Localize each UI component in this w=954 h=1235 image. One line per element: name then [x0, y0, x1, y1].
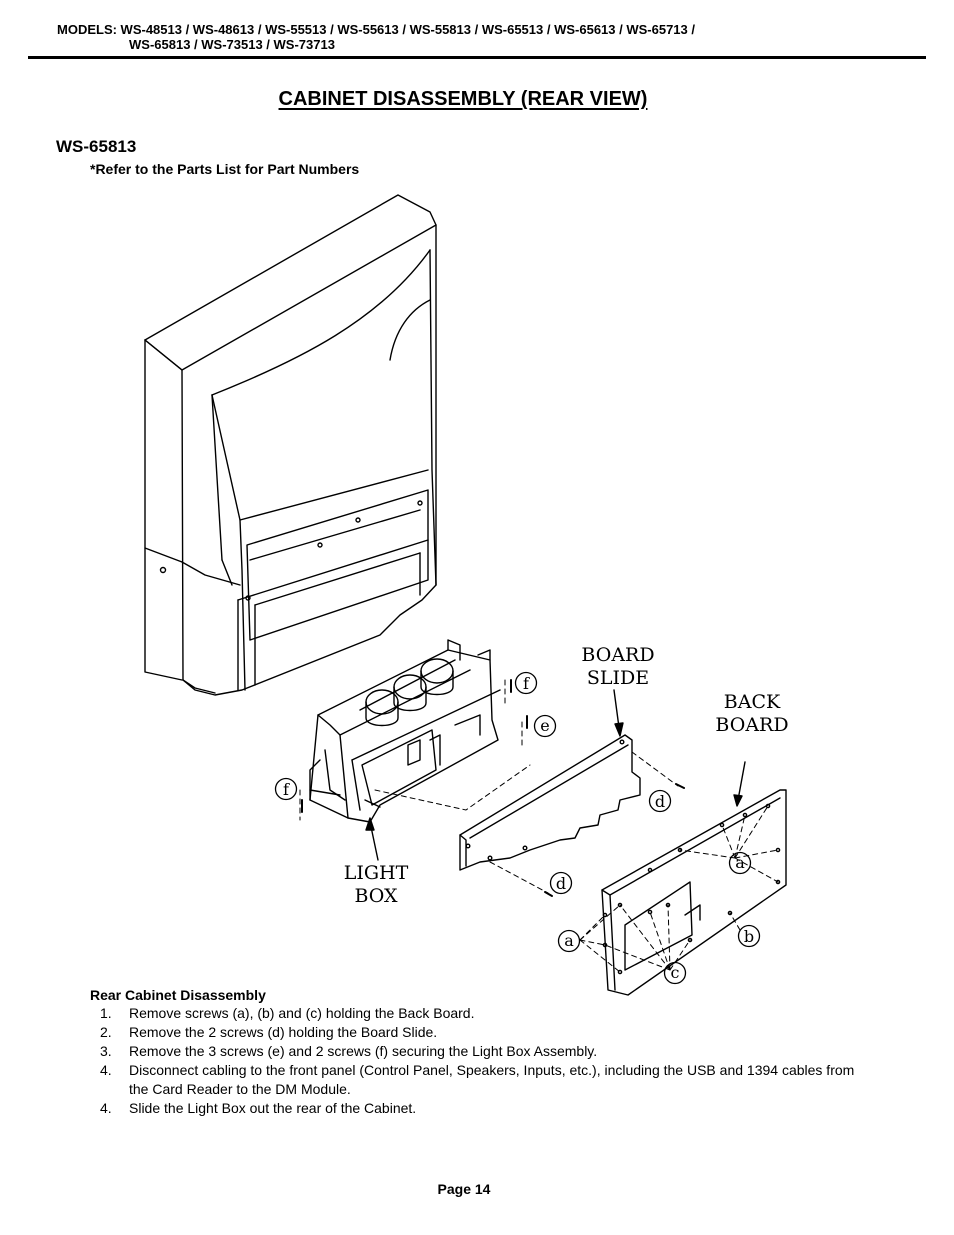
callout-f-top-circle — [514, 671, 538, 695]
callout-f-left-circle — [274, 777, 298, 801]
light-box-screws — [301, 679, 528, 813]
instruction-step: 3. Remove the 3 screws (e) and 2 screws (… — [100, 1042, 860, 1061]
instruction-step: 4. Slide the Light Box out the rear of th… — [100, 1099, 860, 1118]
light-box-label-line2: BOX — [354, 885, 398, 907]
callout-c: c — [671, 963, 680, 982]
board-slide-dashed-lines — [489, 751, 679, 894]
instruction-step: 1. Remove screws (a), (b) and (c) holding… — [100, 1004, 860, 1023]
step-text: Remove the 3 screws (e) and 2 screws (f)… — [129, 1043, 598, 1059]
reference-note: *Refer to the Parts List for Part Number… — [90, 161, 360, 177]
header-rule — [28, 56, 926, 59]
callout-b: b — [744, 927, 754, 946]
instruction-step: 2. Remove the 2 screws (d) holding the Bo… — [100, 1023, 860, 1042]
callout-a-left-circle — [557, 929, 581, 953]
callout-circles — [274, 671, 761, 985]
callout-f-top: f — [523, 674, 530, 693]
tv-cabinet — [144, 194, 437, 696]
model-heading: WS-65813 — [56, 137, 137, 156]
light-box-label-line1: LIGHT — [344, 862, 409, 884]
light-box — [309, 639, 501, 861]
callout-d-top-circle — [648, 789, 672, 813]
back-board-label-line2: BOARD — [715, 714, 788, 736]
callout-a-right: a — [735, 853, 745, 872]
callout-letters: f e f d d a a b c — [283, 674, 754, 982]
callout-a-left: a — [564, 931, 574, 950]
callout-d-bottom-circle — [549, 871, 573, 895]
part-labels: BOARD SLIDE BACK BOARD LIGHT BOX — [344, 644, 789, 907]
board-slide-label-line2: SLIDE — [587, 667, 649, 689]
models-line-2: WS-65813 / WS-73513 / WS-73713 — [129, 37, 335, 52]
instruction-steps: 1. Remove screws (a), (b) and (c) holding… — [100, 1004, 860, 1118]
board-slide — [459, 734, 641, 871]
callout-f-left: f — [283, 780, 290, 799]
instruction-step: 4. Disconnect cabling to the front panel … — [100, 1061, 860, 1099]
callout-b-circle — [737, 924, 761, 948]
page-number: Page 14 — [437, 1181, 491, 1197]
board-slide-label-line1: BOARD — [581, 644, 654, 666]
back-board-label-line1: BACK — [724, 691, 781, 713]
step-number: 3. — [100, 1043, 112, 1059]
step-number: 2. — [100, 1024, 112, 1040]
callout-e: e — [540, 716, 549, 735]
page-title: CABINET DISASSEMBLY (REAR VIEW) — [278, 88, 648, 110]
step-number: 4. — [100, 1062, 112, 1078]
step-text: Remove screws (a), (b) and (c) holding t… — [129, 1005, 475, 1021]
step-text: Remove the 2 screws (d) holding the Boar… — [129, 1024, 438, 1040]
callout-d-top: d — [655, 792, 665, 811]
models-line-1: MODELS: WS-48513 / WS-48613 / WS-55513 /… — [57, 22, 695, 37]
callout-e-circle — [533, 714, 557, 738]
step-number: 4. — [100, 1100, 112, 1116]
callout-c-circle — [663, 961, 687, 985]
back-board — [601, 789, 787, 996]
callout-a-right-circle — [728, 851, 752, 875]
board-slide-screws — [544, 783, 685, 897]
back-board-dashed-lines — [579, 805, 779, 973]
step-text: Disconnect cabling to the front panel (C… — [129, 1062, 855, 1097]
step-text: Slide the Light Box out the rear of the … — [129, 1100, 417, 1116]
step-number: 1. — [100, 1005, 112, 1021]
instructions-title: Rear Cabinet Disassembly — [90, 987, 266, 1003]
light-box-dashed-lines — [299, 679, 531, 821]
callout-d-bottom: d — [556, 874, 566, 893]
